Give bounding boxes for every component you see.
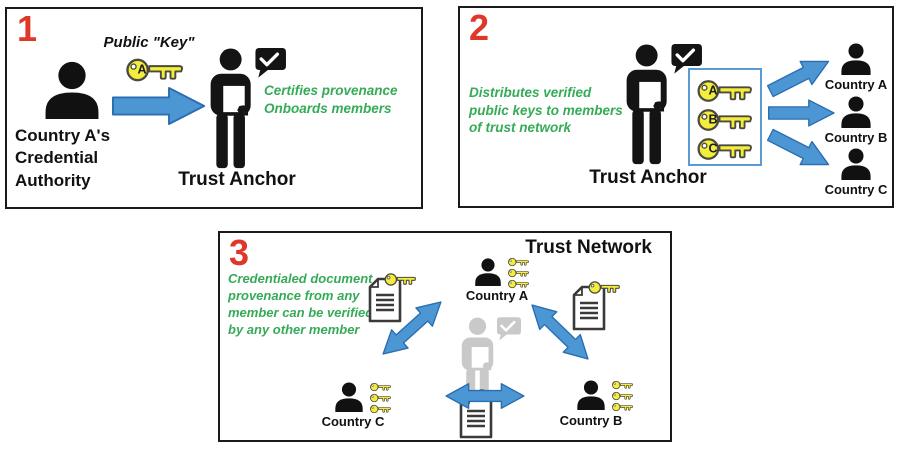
- step2-note-line2: public keys to members: [469, 102, 623, 118]
- country-c-keys-icon: [367, 382, 395, 414]
- step1-note-line2: Onboards members: [264, 100, 392, 116]
- step2-note-line3: of trust network: [469, 120, 572, 136]
- trust-anchor-label: Trust Anchor: [178, 169, 296, 190]
- country-a-keys-icon: [505, 257, 533, 289]
- authority-label-line3: Authority: [15, 170, 91, 190]
- public-key-label: Public "Key": [103, 34, 195, 51]
- credentialed-document-icon: [570, 285, 608, 331]
- key-icon: [609, 402, 637, 412]
- country-b-member-icon: [839, 96, 873, 128]
- handoff-arrow-icon: [112, 85, 207, 127]
- credentialed-document-icon: [366, 277, 404, 323]
- country-a-member-icon: [473, 258, 503, 286]
- step-number: 1: [17, 8, 38, 49]
- public-key-a-icon: A: [697, 78, 755, 104]
- step1-note-line1: Certifies provenance: [264, 83, 398, 98]
- panel-step3: 3 Trust Network Credentialed document pr…: [218, 231, 672, 442]
- key-icon: [588, 280, 622, 295]
- key-icon: [367, 393, 395, 403]
- step3-note: Credentialed document provenance from an…: [228, 271, 373, 339]
- key-icon: [367, 404, 395, 414]
- public-key-icon: A: [126, 56, 186, 84]
- key-letter: B: [708, 112, 718, 127]
- country-c-label: Country C: [321, 414, 385, 429]
- key-letter: A: [137, 62, 147, 77]
- step1-note: Certifies provenance Onboards members: [264, 82, 398, 117]
- step3-note-line1: Credentialed document: [228, 271, 373, 286]
- key-letter: C: [708, 141, 718, 156]
- step2-note: Distributes verified public keys to memb…: [469, 84, 623, 137]
- country-a-authority-icon: [41, 61, 103, 119]
- verify-arrow-cb-icon: [432, 381, 538, 411]
- key-icon: [384, 272, 418, 287]
- public-key-b-icon: B: [697, 107, 755, 133]
- country-b-label: Country B: [824, 130, 888, 145]
- country-a-member-icon: [839, 43, 873, 75]
- country-c-member-icon: [839, 148, 873, 180]
- key-box: A B C: [688, 68, 762, 166]
- authority-label: Country A's Credential Authority: [15, 125, 110, 192]
- key-icon: [609, 380, 637, 390]
- panel-step2: 2 Distributes verified public keys to me…: [458, 6, 894, 208]
- trust-network-title: Trust Network: [525, 237, 652, 258]
- country-a-label: Country A: [465, 288, 529, 303]
- step3-note-line2: provenance from any: [228, 287, 360, 303]
- public-key-c-icon: C: [697, 136, 755, 162]
- step-number: 2: [469, 7, 490, 48]
- panel-step1: 1 Country A's Credential Authority Publi…: [5, 7, 423, 209]
- country-a-label: Country A: [824, 77, 888, 92]
- step3-note-line4: by any other member: [228, 321, 360, 337]
- authority-label-line2: Credential: [15, 148, 99, 168]
- key-letter: A: [708, 83, 718, 98]
- country-c-member-icon: [333, 382, 365, 412]
- key-icon: [367, 382, 395, 392]
- step2-note-line1: Distributes verified: [469, 85, 592, 100]
- key-icon: [505, 257, 533, 267]
- step-number: 3: [229, 232, 250, 273]
- key-icon: [609, 391, 637, 401]
- authority-label-line1: Country A's: [15, 126, 111, 145]
- country-b-label: Country B: [559, 413, 623, 428]
- step3-note-line3: member can be verified: [228, 304, 374, 320]
- trust-anchor-label: Trust Anchor: [589, 167, 707, 188]
- country-b-member-icon: [575, 380, 607, 410]
- key-icon: [505, 268, 533, 278]
- country-c-label: Country C: [824, 182, 888, 197]
- country-b-keys-icon: [609, 380, 637, 412]
